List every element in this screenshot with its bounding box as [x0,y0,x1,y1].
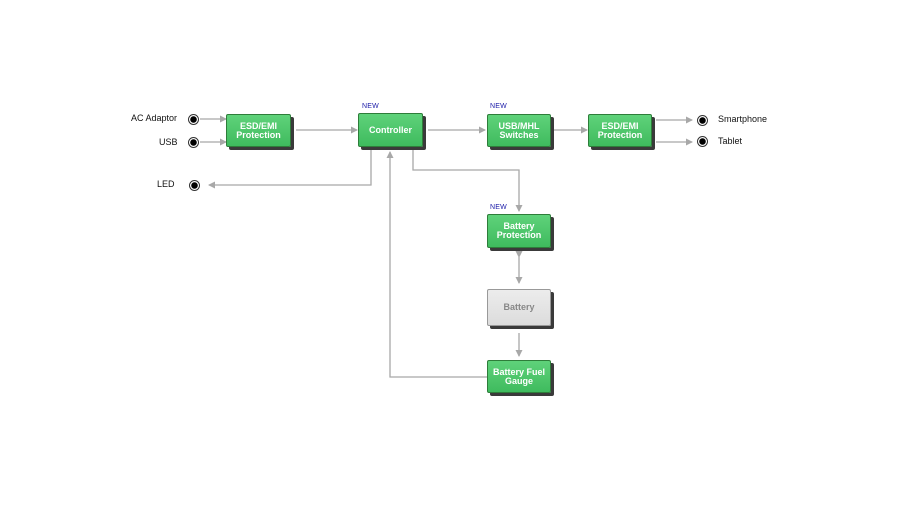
arrow-controller-to-battery-protection [412,150,523,212]
battery-block: Battery [487,289,551,326]
smartphone-label: Smartphone [718,114,768,124]
usb-terminal-icon [188,137,199,148]
esd-emi-protection-input-block: ESD/EMI Protection [226,114,291,147]
controller-new-badge: NEW [362,103,379,110]
ac-adaptor-label: AC Adaptor [131,113,178,123]
battery-protection-block: Battery Protection [487,214,551,248]
esd-emi-protection-output-block: ESD/EMI Protection [588,114,652,147]
tablet-label: Tablet [718,136,743,146]
led-label: LED [157,179,175,189]
ac-adaptor-terminal-icon [188,114,199,125]
controller-block: Controller [358,113,423,147]
usb-mhl-new-badge: NEW [490,103,507,110]
battery-fuel-gauge-block: Battery Fuel Gauge [487,360,551,393]
usb-mhl-switches-block: USB/MHL Switches [487,114,551,147]
tablet-terminal-icon [697,136,708,147]
battery-protection-new-badge: NEW [490,204,507,211]
arrow-controller-to-led [208,150,372,189]
smartphone-terminal-icon [697,115,708,126]
led-terminal-icon [189,180,200,191]
arrow-gauge-to-controller [386,151,487,378]
usb-label: USB [159,137,178,147]
